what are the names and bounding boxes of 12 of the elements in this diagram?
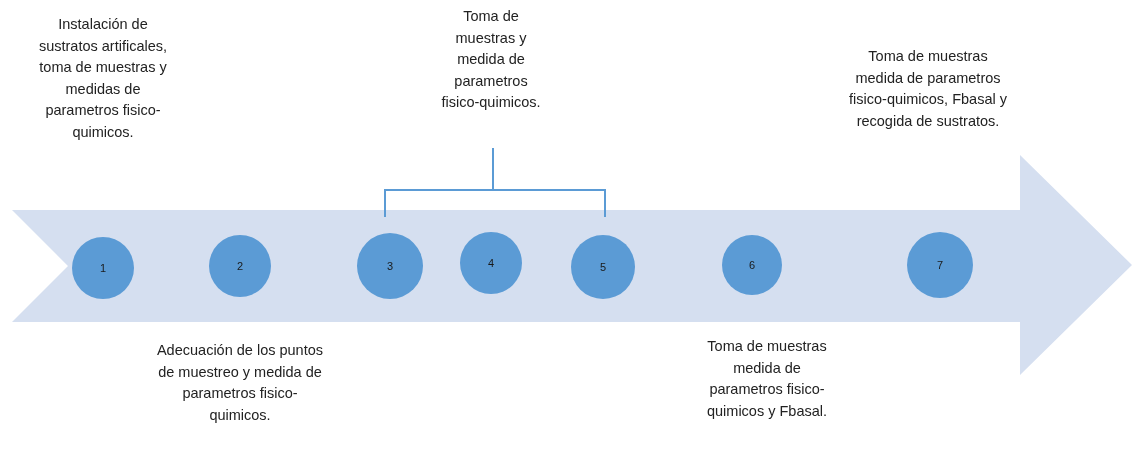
step-number: 1 [99, 262, 107, 274]
step-number: 7 [936, 259, 944, 271]
step-number: 2 [236, 260, 244, 272]
step-description: Toma de muestras medida de parametros fisico-quimicos, Fbasal y recogida de sustratos. [848, 47, 1008, 131]
step-description: Toma de muestras medida de parametros fisico-quimicos y Fbasal. [705, 337, 829, 421]
step-description: Instalación de sustratos artificales, toma de muestras y medidas de parametros fisico-quimicos. [37, 15, 169, 142]
step-description: Toma de muestras y medida de parametros fisico-quimicos. [440, 7, 542, 112]
step-number: 5 [599, 261, 607, 273]
step-description: Adecuación de los puntos de muestreo y medida de parametros fisico-quimicos. [156, 341, 324, 425]
step-number: 6 [748, 259, 756, 271]
step-number: 4 [487, 257, 495, 269]
step-number: 3 [386, 260, 394, 272]
